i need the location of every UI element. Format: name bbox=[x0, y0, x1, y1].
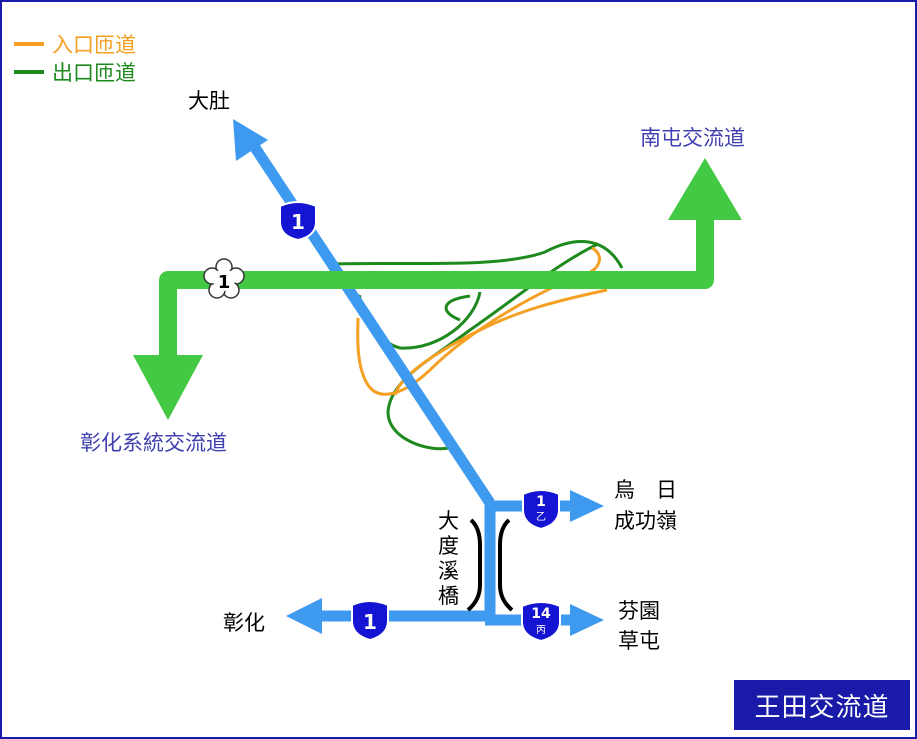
ph1-road bbox=[159, 205, 714, 370]
legend-entrance-label: 入口匝道 bbox=[52, 33, 136, 57]
bridge-label-char: 橋 bbox=[438, 584, 459, 608]
bridge-label-char: 大 bbox=[438, 509, 459, 533]
bridge-label-char: 溪 bbox=[438, 559, 459, 583]
arrow-icon bbox=[668, 158, 742, 220]
destination-chenggongling: 成功嶺 bbox=[614, 509, 677, 533]
nh1-south-shield: 1 bbox=[351, 600, 389, 642]
arrow-icon bbox=[286, 598, 322, 634]
ph14c-suffix: 丙 bbox=[536, 625, 546, 636]
ph1b-shield: 1 乙 bbox=[522, 489, 560, 531]
green-arrowheads bbox=[133, 158, 742, 420]
bridge-label: 大 度 溪 橋 bbox=[438, 509, 459, 608]
entrance-ramp-e bbox=[393, 288, 608, 396]
nh1-north-shield: 1 bbox=[279, 201, 317, 242]
blue-arrowheads bbox=[233, 119, 604, 636]
destination-wuri: 烏 日 bbox=[614, 478, 677, 502]
bridge-label-char: 度 bbox=[438, 534, 459, 558]
destination-caotun: 草屯 bbox=[618, 629, 660, 653]
provincial-highway-1 bbox=[159, 205, 714, 370]
arrow-icon bbox=[570, 604, 604, 636]
national-highway-1 bbox=[245, 136, 580, 626]
arrow-icon bbox=[233, 119, 268, 161]
arrow-icon bbox=[570, 490, 604, 522]
bridge-left-marker bbox=[466, 518, 482, 612]
destination-fenyuan: 芬園 bbox=[618, 599, 660, 623]
bridge-right-marker bbox=[498, 518, 514, 612]
destination-changhua: 彰化 bbox=[223, 611, 265, 635]
ph14c-number: 14 bbox=[531, 606, 551, 622]
shield-icon bbox=[351, 600, 389, 642]
destination-nantun-interchange: 南屯交流道 bbox=[640, 126, 745, 150]
destination-changhua-system-interchange: 彰化系統交流道 bbox=[80, 431, 227, 455]
bridge-markers bbox=[466, 518, 514, 612]
shield-icon bbox=[522, 489, 560, 531]
interchange-title: 王田交流道 bbox=[734, 680, 910, 730]
nh1-diagonal bbox=[245, 136, 495, 507]
exit-ramp-ne bbox=[329, 240, 624, 269]
shield-icon bbox=[521, 601, 561, 643]
ph1-number: 1 bbox=[218, 272, 231, 293]
arrow-icon bbox=[133, 355, 203, 420]
ph1b-number: 1 bbox=[536, 494, 546, 510]
legend-exit-label: 出口匝道 bbox=[52, 61, 136, 85]
entrance-ramp-loop bbox=[356, 246, 601, 396]
shield-icon bbox=[279, 201, 317, 242]
ph1-shield: 1 bbox=[203, 258, 245, 299]
ph1b-suffix: 乙 bbox=[536, 511, 546, 523]
ph14c-shield: 14 丙 bbox=[521, 601, 561, 643]
nh1-north-number: 1 bbox=[291, 210, 305, 234]
legend: 入口匝道 出口匝道 bbox=[14, 33, 136, 85]
nh1-south-number: 1 bbox=[363, 610, 377, 634]
destination-dadu: 大肚 bbox=[188, 89, 230, 113]
plum-blossom-icon bbox=[203, 258, 245, 299]
exit-ramp-inner bbox=[444, 294, 471, 322]
